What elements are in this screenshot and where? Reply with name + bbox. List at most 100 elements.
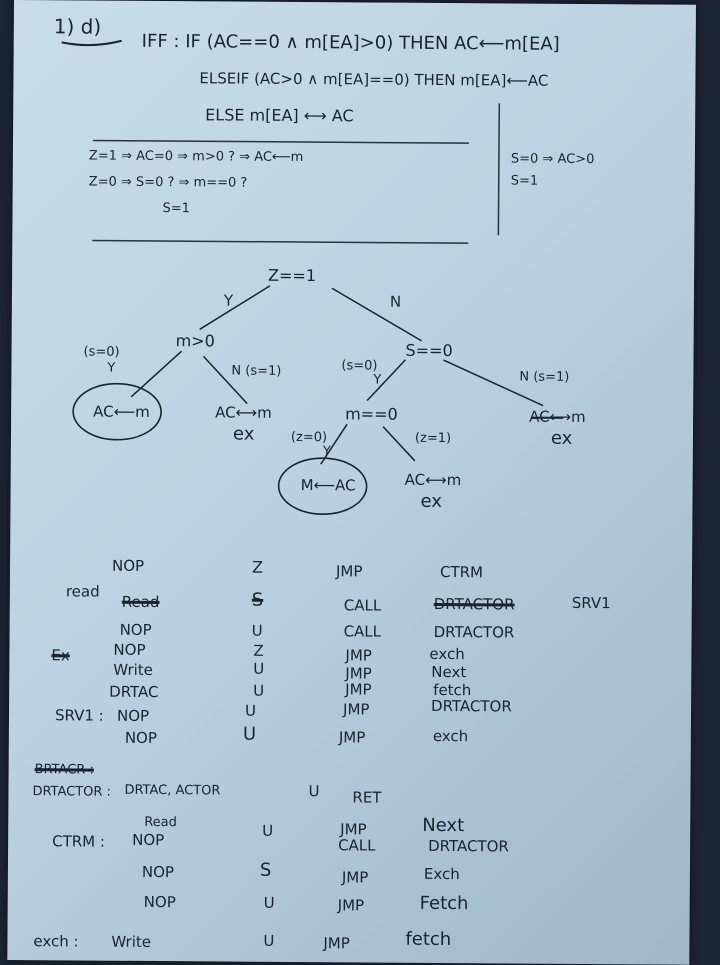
tree-leaf-ex-3: ex [551,428,573,449]
code-drtactor-ops: DRTAC, ACTOR [124,783,220,799]
tree-no-s1-label: N (s=1) [231,364,281,379]
code-drtactor-branch: RET [352,788,381,806]
code-row-8-target: exch [433,727,468,745]
code-row-7-target: DRTACTOR [431,697,512,716]
tree-z1-label: (z=1) [415,431,451,446]
code-ctrm-row-4-op: NOP [144,893,176,911]
header-line-1: IFF : IF (AC==0 ∧ m[EA]>0) THEN AC⟵m[EA] [142,31,560,55]
code-row-2-target: DRTACTOR [434,595,515,614]
header-line-2: ELSEIF (AC>0 ∧ m[EA]==0) THEN m[EA]⟵AC [199,69,548,89]
paper-sheet: 1) d) IFF : IF (AC==0 ∧ m[EA]>0) THEN AC… [7,0,696,965]
code-ctrm-row-4-cond: U [264,894,275,912]
tree-node-m-eq-0: m==0 [345,404,398,423]
code-drtactor-label: DRTACTOR : [32,784,111,800]
code-ctrm-label: CTRM : [52,832,105,850]
code-row-4-label: Ex [51,646,69,664]
tree-leaf-ac-swap-m-2: AC⟷m [405,471,462,489]
code-row-4-cond: Z [253,642,263,660]
code-row-3-op: NOP [120,621,152,639]
header-line-3: ELSE m[EA] ⟷ AC [205,105,354,125]
tree-yes-label: Y [224,291,233,309]
code-row-2-extra: SRV1 [572,594,611,612]
code-row-3-branch: CALL [344,622,382,640]
code-ctrm-row-1-op: NOP [132,831,164,849]
header-number: 1) d) [54,14,102,38]
code-row-1-cond: Z [252,558,263,577]
code-row-2-label: read [66,582,100,600]
edge-m0-right [383,427,415,461]
code-row-7-branch: JMP [343,700,370,718]
condition-line-3: S=1 [162,201,190,216]
code-row-7-cond: U [245,702,256,720]
code-row-5-target: Next [431,663,466,681]
code-row-1-branch: JMP [336,562,363,580]
condition-line-1: Z=1 ⇒ AC=0 ⇒ m>0 ? ⇒ AC⟵m [89,149,303,165]
tree-leaf-m-from-ac: M⟵AC [301,476,356,494]
code-row-8-cond: U [243,724,256,745]
code-ctrm-row-2-branch: CALL [338,836,376,854]
separator-vertical [498,103,499,235]
code-row-4-op: NOP [113,641,145,659]
edge-root-right [332,288,422,341]
tree-leaf-ac-from-m: AC⟵m [93,403,150,421]
code-exch-target: fetch [405,929,451,950]
tree-node-s-eq-0: S==0 [405,341,452,360]
code-row-6-cond: U [253,682,264,700]
code-exch-cond: U [263,932,274,950]
code-ctrm-row-1-target: Next [422,815,464,836]
code-row-2-cond: S [252,590,264,611]
code-row-4-target: exch [429,645,464,663]
code-row-3-cond: U [252,622,263,640]
edge-root-left [200,285,270,329]
tree-no-label: N [390,293,401,311]
code-ctrm-row-4-branch: JMP [338,896,365,914]
code-row-5-cond: U [253,660,264,678]
code-row-1-target: CTRM [440,563,483,581]
code-row-6-branch: JMP [345,680,372,698]
tree-z0-label: (z=0) [291,430,327,445]
code-ctrm-row-4-target: Fetch [420,893,469,914]
code-brtacr-label: BRTACR : [35,762,94,777]
condition-side-1: S=0 ⇒ AC>0 [511,151,595,167]
code-ctrm-read: Read [144,815,177,830]
code-drtactor-cond: U [308,782,319,800]
code-exch-label: exch : [33,932,78,950]
code-ctrm-row-3-target: Exch [424,865,460,883]
code-row-2-branch: CALL [344,596,382,614]
code-row-7-label: SRV1 : [55,706,104,724]
code-ctrm-row-2-target: DRTACTOR [428,837,509,856]
code-row-5-op: Write [113,661,153,679]
separator-mid [92,241,468,244]
condition-line-2: Z=0 ⇒ S=0 ? ⇒ m==0 ? [89,175,248,191]
tree-root: Z==1 [268,266,316,285]
edge-m-left [131,351,181,397]
tree-s0-label-2: (s=0) [341,358,377,373]
tree-node-m-gt-0: m>0 [176,331,215,350]
tree-no-s1-label-2: N (s=1) [519,370,569,385]
tree-leaf-ac-swap-m-3: AC⟷m [529,408,586,426]
tree-s0-label: (s=0) [83,344,119,359]
code-row-2-op: Read [122,593,160,611]
condition-side-2: S=1 [511,173,539,188]
tree-leaf-ex-1: ex [233,424,255,445]
code-ctrm-row-3-op: NOP [142,863,174,881]
tree-yes-small: Y [107,361,115,376]
code-row-8-branch: JMP [339,728,366,746]
code-row-3-target: DRTACTOR [434,623,515,642]
code-row-1-op: NOP [112,557,144,575]
code-row-8-op: NOP [125,729,157,747]
code-row-6-op: DRTAC [109,683,158,701]
code-ctrm-row-3-cond: S [260,860,272,881]
separator-top [93,141,469,144]
tree-yes-3: Y [323,444,331,459]
code-row-4-branch: JMP [345,646,372,664]
code-ctrm-row-1-cond: U [262,822,273,840]
tree-leaf-ex-2: ex [420,491,442,512]
code-ctrm-row-3-branch: JMP [342,868,369,886]
code-exch-branch: JMP [323,934,350,952]
code-row-7-op: NOP [117,707,149,725]
code-exch-op: Write [111,933,151,951]
tree-leaf-ac-swap-m: AC⟷m [215,403,272,421]
tree-yes-2: Y [373,373,381,388]
header-number-underline [62,40,122,45]
